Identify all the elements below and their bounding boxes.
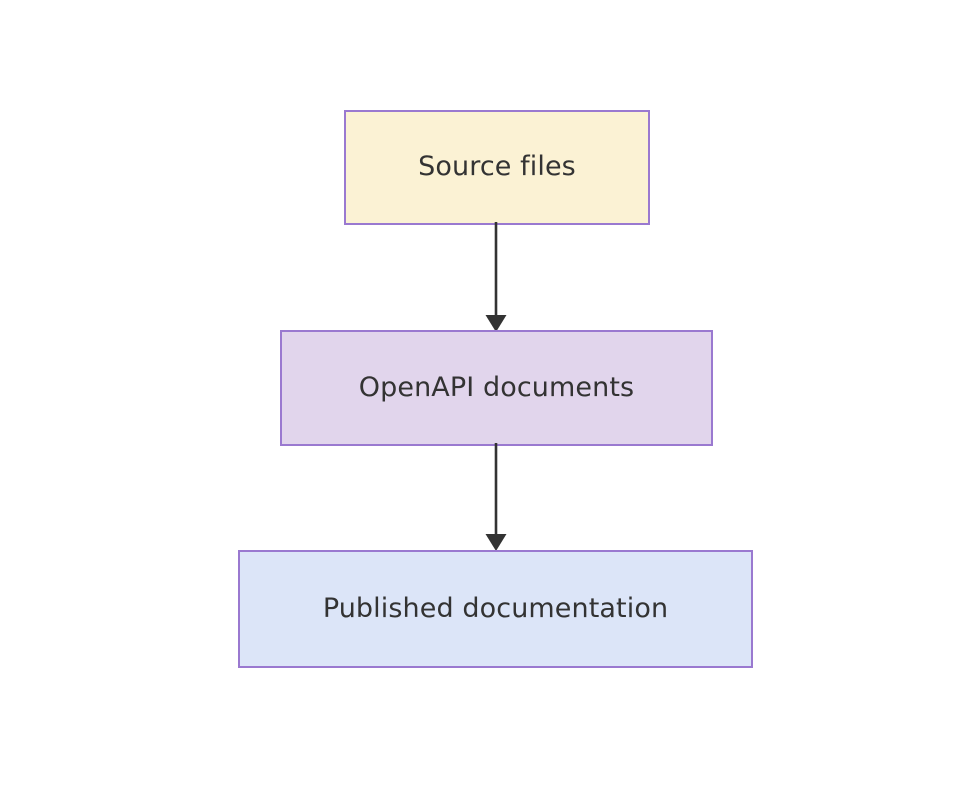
flow-node-openapi-documents[interactable]: OpenAPI documents (280, 330, 713, 446)
flow-edge-source-to-openapi (485, 222, 507, 332)
flow-node-source-files[interactable]: Source files (344, 110, 650, 225)
flow-node-label-source-files: Source files (418, 151, 576, 183)
arrowhead-icon (485, 315, 507, 332)
flow-node-label-openapi-documents: OpenAPI documents (358, 371, 635, 403)
flow-node-label-published-documentation: Published documentation (322, 592, 669, 624)
arrowhead-icon (485, 534, 507, 551)
flow-node-published-documentation[interactable]: Published documentation (238, 550, 753, 668)
flow-edge-openapi-to-published (485, 443, 507, 551)
